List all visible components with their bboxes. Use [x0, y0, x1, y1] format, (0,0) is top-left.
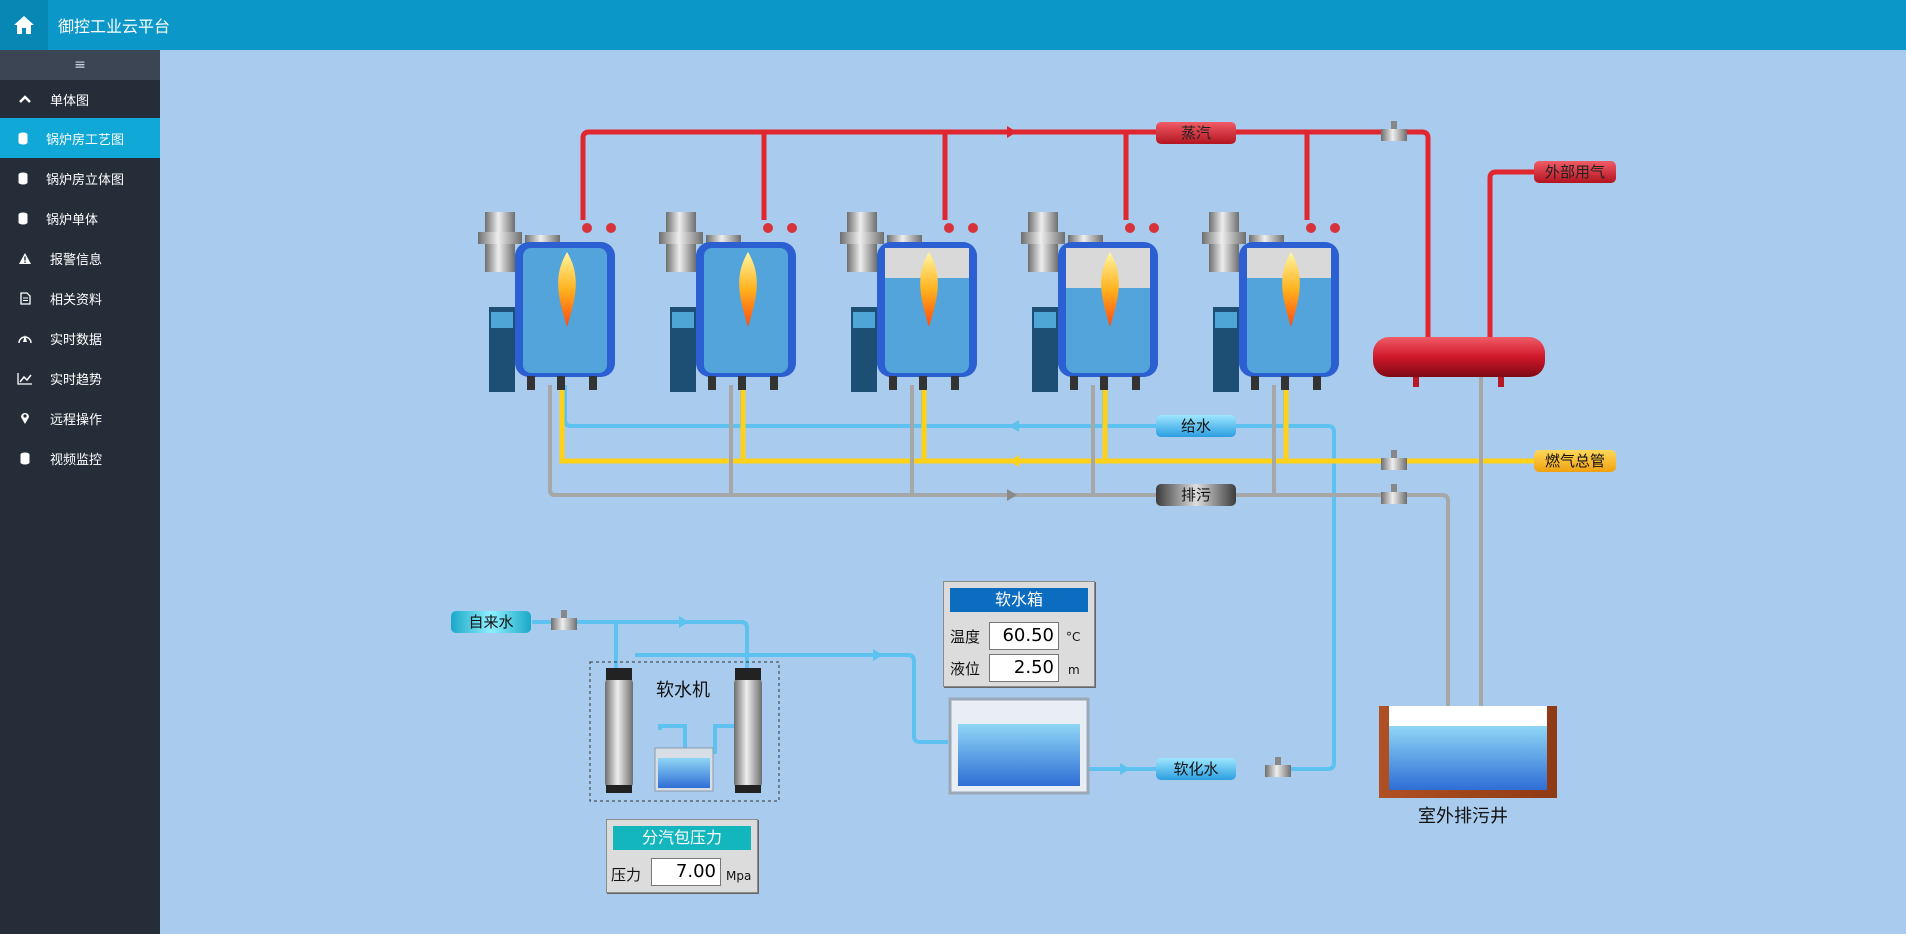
sidebar-item-label: 锅炉房工艺图 — [46, 132, 125, 148]
feed-water-arrow — [1009, 420, 1019, 432]
sidebar-item-label: 单体图 — [50, 93, 90, 109]
boiler-unit — [659, 212, 797, 392]
sidebar-item-label: 锅炉单体 — [46, 212, 99, 228]
top-bar: 御控工业云平台 — [0, 0, 1906, 50]
sidebar-toggle-button[interactable]: ≡ — [0, 50, 160, 80]
sidebar-item-boiler-3d[interactable]: 锅炉房立体图 — [0, 158, 160, 198]
sidebar-item-label: 远程操作 — [50, 412, 103, 428]
tag-soft-water: 软化水 — [1156, 758, 1236, 780]
sidebar-item-label: 锅炉房立体图 — [46, 172, 125, 188]
sidebar-item-boiler-process[interactable]: 锅炉房工艺图 — [0, 118, 160, 158]
sidebar-item-realtime-data[interactable]: 实时数据 — [0, 318, 160, 358]
chevron-up-icon — [16, 92, 34, 106]
sidebar-item-boiler-unit[interactable]: 锅炉单体 — [0, 198, 160, 238]
sidebar-item-video-monitor[interactable]: 视频监控 — [0, 438, 160, 478]
sidebar-item-label: 实时趋势 — [50, 372, 103, 388]
soft-water-tank — [948, 697, 1090, 795]
pipe-network — [478, 121, 1585, 802]
sidebar-item-label: 视频监控 — [50, 452, 103, 468]
soft-water-arrow — [1120, 763, 1130, 775]
line-chart-icon — [16, 371, 34, 385]
app-title: 御控工业云平台 — [58, 17, 171, 36]
boiler-unit — [478, 212, 616, 392]
tag-feed-water: 给水 — [1156, 415, 1236, 437]
tag-external-gas: 外部用气 — [1534, 161, 1616, 183]
sidebar-item-remote-operation[interactable]: 远程操作 — [0, 398, 160, 438]
temp-value: 60.50 — [989, 622, 1059, 650]
sidebar-item-label: 报警信息 — [50, 252, 103, 268]
valve-icon — [551, 610, 577, 630]
softener-column — [734, 668, 762, 793]
soft-tank-title: 软水箱 — [950, 588, 1088, 612]
softener-out-arrow — [873, 649, 883, 661]
gas-flow-arrow — [1009, 455, 1019, 467]
valve-icon — [1381, 121, 1407, 141]
sidebar-item-alarms[interactable]: 报警信息 — [0, 238, 160, 278]
valve-icon — [1381, 450, 1407, 470]
brine-tank — [654, 747, 714, 792]
tag-tap-water: 自来水 — [451, 611, 531, 633]
level-unit: m — [1068, 663, 1080, 677]
home-button[interactable] — [0, 0, 48, 50]
steam-flow-arrow — [1007, 126, 1017, 138]
process-diagram: 蒸汽 外部用气 给水 燃气总管 排污 自来水 软化水 软水机 室外排污井 软水箱… — [160, 50, 1906, 934]
header-pressure-title: 分汽包压力 — [613, 826, 751, 850]
temp-unit: °C — [1066, 630, 1081, 644]
tag-steam: 蒸汽 — [1156, 122, 1236, 144]
valve-icon — [1381, 484, 1407, 504]
gas-pipes — [559, 385, 1585, 464]
tag-gas-main: 燃气总管 — [1534, 450, 1616, 472]
sidebar-item-label: 相关资料 — [50, 292, 103, 308]
blowdown-arrow — [1007, 489, 1017, 501]
database-icon — [16, 451, 34, 465]
softener-group-frame — [589, 661, 780, 802]
steam-pipes — [580, 129, 1540, 342]
softener-column — [605, 668, 633, 793]
pressure-unit: Mpa — [726, 869, 752, 883]
temp-label: 温度 — [950, 628, 981, 646]
drain-well — [1379, 706, 1557, 798]
blowdown-pipes — [548, 375, 1483, 714]
boiler-unit — [1021, 212, 1159, 392]
level-value: 2.50 — [989, 654, 1059, 682]
pressure-label: 压力 — [611, 866, 642, 884]
valve-icon — [1265, 757, 1291, 777]
gauge-icon — [16, 331, 34, 345]
tag-blowdown: 排污 — [1156, 484, 1236, 506]
sidebar-item-documents[interactable]: 相关资料 — [0, 278, 160, 318]
steam-header-drum — [1373, 337, 1545, 387]
database-icon — [14, 131, 32, 145]
tap-water-arrow — [679, 616, 689, 628]
warning-icon — [16, 251, 34, 265]
header-pressure-panel: 分汽包压力 压力 7.00 Mpa — [606, 819, 758, 893]
sidebar: ≡ 单体图 锅炉房工艺图 锅炉房立体图 锅炉单体 报警信息 相关资料 实时数据 … — [0, 50, 160, 934]
database-icon — [14, 171, 32, 185]
boiler-unit — [1202, 212, 1340, 392]
sidebar-item-single-diagram[interactable]: 单体图 — [0, 80, 160, 118]
soft-tank-panel: 软水箱 温度 60.50 °C 液位 2.50 m — [943, 581, 1095, 687]
level-label: 液位 — [950, 660, 981, 678]
map-marker-icon — [16, 411, 34, 425]
softener-label: 软水机 — [656, 680, 710, 701]
sidebar-item-realtime-trend[interactable]: 实时趋势 — [0, 358, 160, 398]
document-icon — [16, 291, 34, 305]
sidebar-item-label: 实时数据 — [50, 332, 103, 348]
drain-well-label: 室外排污井 — [1418, 806, 1508, 827]
database-icon — [14, 211, 32, 225]
home-icon — [14, 16, 34, 34]
boiler-unit — [840, 212, 978, 392]
pressure-value: 7.00 — [651, 858, 721, 886]
